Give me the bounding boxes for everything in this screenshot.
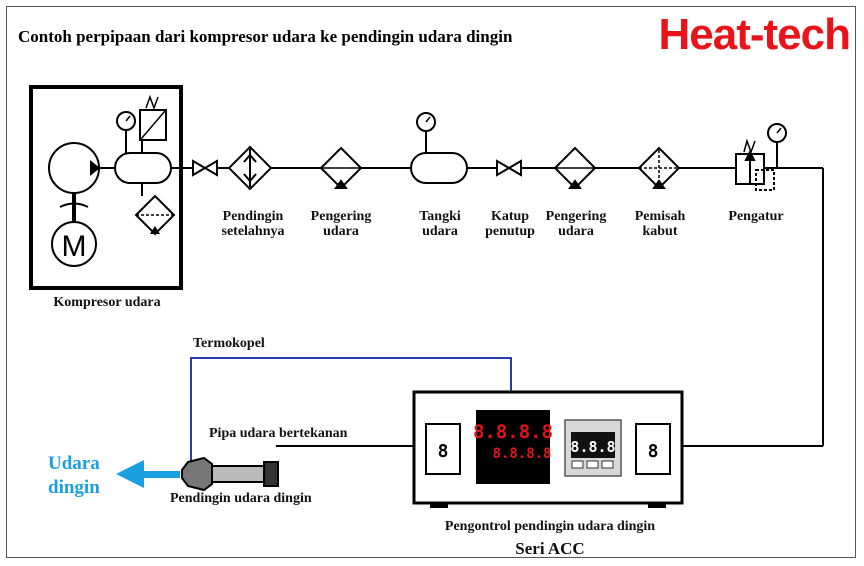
temperature-display-sub: 8.8.8.8	[492, 446, 551, 462]
pipe-label: Pipa udara bertekanan	[209, 426, 348, 441]
timer-display: 8.8.8	[570, 438, 615, 456]
air-tank-symbol	[410, 112, 468, 184]
valve-symbol-1	[192, 159, 218, 177]
compressor-unit	[29, 85, 183, 290]
compressor-label: Kompresor udara	[53, 295, 161, 310]
aftercooler-symbol	[227, 145, 273, 191]
thermocouple-label: Termokopel	[193, 336, 265, 351]
mist-separator-symbol	[637, 146, 681, 190]
cold-air-arrow	[116, 460, 180, 488]
motor-symbol: M	[62, 230, 87, 263]
dryer-2-symbol	[553, 146, 597, 190]
shutoff-valve-symbol	[496, 159, 522, 177]
brand-logo: Heat-tech	[658, 10, 851, 59]
cooler-label: Pendingin udara dingin	[170, 491, 312, 506]
left-switch[interactable]: 8	[438, 441, 449, 462]
controller-unit	[412, 390, 684, 508]
diagram-title: Contoh perpipaan dari kompresor udara ke…	[18, 27, 513, 46]
cold-air-cooler-device	[181, 456, 279, 492]
controller-label: Pengontrol pendingin udara dingin	[444, 519, 656, 534]
temperature-display-main: 8.8.8.8	[473, 421, 553, 443]
series-label: Seri ACC	[515, 539, 585, 558]
regulator-label: Pengatur	[728, 209, 784, 224]
thermocouple-wire	[190, 357, 512, 462]
right-switch[interactable]: 8	[648, 441, 659, 462]
diagram-frame	[6, 6, 856, 558]
regulator-symbol	[735, 123, 787, 191]
dryer-1-symbol	[319, 146, 363, 190]
